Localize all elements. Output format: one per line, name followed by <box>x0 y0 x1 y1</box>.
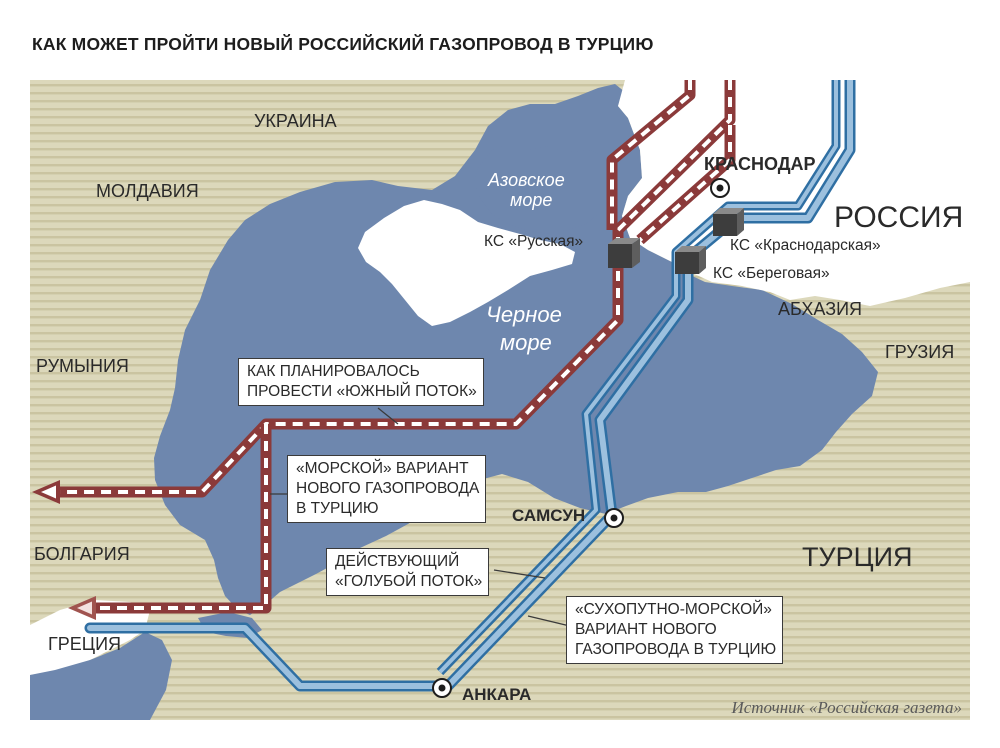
azov-sea <box>474 144 612 234</box>
blue-stream-pipeline <box>84 80 856 692</box>
label-azov-line2: море <box>510 190 552 210</box>
sea-variant-arrow-inner <box>77 601 92 615</box>
south-stream-pipeline <box>60 80 736 498</box>
label-station-beregovaya: КС «Береговая» <box>713 265 830 282</box>
page-title: КАК МОЖЕТ ПРОЙТИ НОВЫЙ РОССИЙСКИЙ ГАЗОПР… <box>32 34 654 54</box>
label-ankara: АНКАРА <box>462 685 531 704</box>
label-black-line1: Черное <box>486 302 562 327</box>
aegean-sea <box>30 632 172 720</box>
legend-blue-stream: ДЕЙСТВУЮЩИЙ «ГОЛУБОЙ ПОТОК» <box>326 548 490 596</box>
south-stream-arrow-inner <box>41 485 56 499</box>
label-russia: РОССИЯ <box>834 201 963 234</box>
legend-south-stream: КАК ПЛАНИРОВАЛОСЬ ПРОВЕСТИ «ЮЖНЫЙ ПОТОК» <box>238 358 484 406</box>
ankara-marker <box>432 678 452 698</box>
greece-coast <box>30 600 150 675</box>
label-georgia: ГРУЗИЯ <box>885 342 954 362</box>
label-azov-line1: Азовское <box>487 170 565 190</box>
label-station-russkaya: КС «Русская» <box>484 233 583 250</box>
compressor-station-krasnodarskaya <box>713 208 744 236</box>
label-romania: РУМЫНИЯ <box>36 356 129 376</box>
krasnodar-marker <box>710 178 730 198</box>
label-greece: ГРЕЦИЯ <box>48 634 121 654</box>
label-ukraine: УКРАИНА <box>254 111 337 131</box>
sea-variant-pipeline <box>90 424 272 614</box>
source-credit: Источник «Российская газета» <box>731 698 962 717</box>
label-black-line2: море <box>500 330 552 355</box>
label-turkey: ТУРЦИЯ <box>802 542 913 572</box>
label-abkhazia: АБХАЗИЯ <box>778 299 862 319</box>
crimea-peninsula <box>358 200 575 326</box>
legend-sea-variant: «МОРСКОЙ» ВАРИАНТ НОВОГО ГАЗОПРОВОДА В Т… <box>287 455 487 523</box>
compressor-station-beregovaya <box>675 246 706 274</box>
compressor-station-russkaya <box>608 238 640 268</box>
legend-land-sea-variant: «СУХОПУТНО-МОРСКОЙ» ВАРИАНТ НОВОГО ГАЗОП… <box>566 596 784 664</box>
label-krasnodar: КРАСНОДАР <box>704 154 816 174</box>
label-station-krasnodarskaya: КС «Краснодарская» <box>730 237 881 254</box>
samsun-marker <box>604 508 624 528</box>
label-bulgaria: БОЛГАРИЯ <box>34 544 130 564</box>
label-moldova: МОЛДАВИЯ <box>96 181 199 201</box>
label-samsun: САМСУН <box>512 506 585 525</box>
